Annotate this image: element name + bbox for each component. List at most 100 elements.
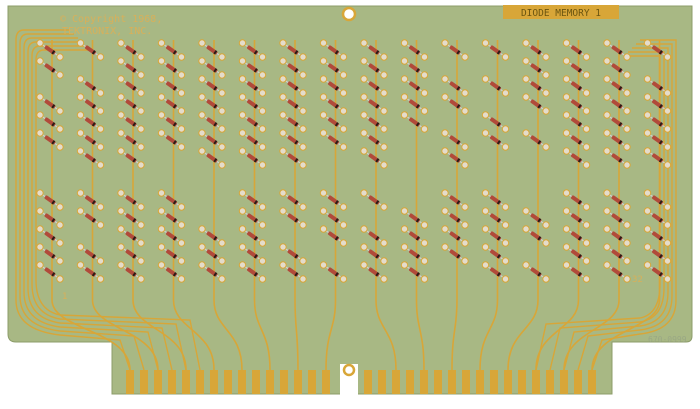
- solder-pad: [157, 75, 166, 83]
- solder-pad: [562, 57, 571, 65]
- diode: [198, 243, 226, 265]
- solder-pad: [96, 275, 105, 283]
- diode: [157, 93, 186, 115]
- diode-band: [456, 104, 461, 109]
- diode: [643, 147, 672, 169]
- diode: [319, 75, 348, 97]
- diode-band: [294, 68, 299, 73]
- fan-trace: [172, 299, 215, 371]
- solder-pad: [643, 261, 652, 269]
- connector-finger: [476, 370, 484, 394]
- solder-pad: [137, 203, 145, 211]
- bus-trace: [31, 45, 187, 371]
- bus-trace: [27, 41, 173, 371]
- solder-pad: [663, 203, 672, 211]
- solder-pad: [481, 129, 490, 137]
- solder-pad: [643, 207, 652, 215]
- solder-pad: [56, 107, 64, 115]
- solder-pad: [258, 203, 267, 211]
- diode-band: [51, 272, 56, 277]
- diode: [279, 189, 307, 211]
- diode: [400, 243, 429, 265]
- solder-pad: [76, 93, 85, 101]
- solder-pad: [562, 129, 571, 137]
- solder-pad: [663, 89, 672, 97]
- solder-pad: [177, 257, 186, 265]
- diode: [562, 75, 591, 97]
- diode: [562, 129, 591, 151]
- fan-trace: [563, 299, 620, 371]
- solder-pad: [157, 93, 166, 101]
- solder-pad: [380, 257, 388, 265]
- diode-band: [456, 50, 461, 55]
- solder-pad: [643, 189, 652, 197]
- solder-pad: [36, 261, 44, 269]
- solder-pad: [137, 257, 145, 265]
- solder-pad: [441, 39, 449, 47]
- row-index-first: 1: [62, 292, 67, 302]
- connector-finger: [266, 370, 274, 394]
- diode: [562, 39, 591, 61]
- diode: [279, 57, 307, 79]
- solder-pad: [603, 225, 611, 233]
- solder-pad: [522, 39, 530, 47]
- diode-band: [91, 86, 96, 91]
- diode: [360, 261, 388, 283]
- solder-pad: [198, 225, 206, 233]
- solder-pad: [279, 129, 287, 137]
- diode-band: [577, 158, 582, 163]
- diode-band: [577, 200, 582, 205]
- solder-pad: [481, 39, 490, 47]
- solder-pad: [643, 147, 652, 155]
- diode-band: [334, 218, 339, 223]
- diode: [319, 111, 348, 133]
- solder-pad: [299, 275, 307, 283]
- diode: [198, 261, 226, 283]
- solder-pad: [501, 143, 510, 151]
- diode: [643, 261, 672, 283]
- diode-band: [294, 158, 299, 163]
- solder-pad: [319, 261, 328, 269]
- connector-finger: [406, 370, 414, 394]
- solder-pad: [380, 53, 388, 61]
- solder-pad: [319, 207, 328, 215]
- solder-pad: [582, 203, 591, 211]
- solder-pad: [339, 143, 348, 151]
- solder-pad: [582, 125, 591, 133]
- diode-band: [415, 272, 420, 277]
- solder-pad: [96, 125, 105, 133]
- fan-trace: [507, 299, 539, 371]
- solder-pad: [663, 257, 672, 265]
- diode-band: [618, 140, 623, 145]
- diode: [76, 207, 105, 229]
- diode-band: [253, 104, 258, 109]
- connector-finger: [210, 370, 218, 394]
- diode: [117, 207, 145, 229]
- diode-band: [496, 236, 501, 241]
- diode-band: [456, 158, 461, 163]
- diode-band: [91, 104, 96, 109]
- solder-pad: [623, 89, 631, 97]
- solder-pad: [420, 257, 429, 265]
- connector-finger: [224, 370, 232, 394]
- row-index-last: 32: [632, 275, 643, 285]
- diode-band: [618, 272, 623, 277]
- board-title: DIODE MEMORY 1: [521, 8, 601, 19]
- solder-pad: [299, 143, 307, 151]
- diode-band: [334, 86, 339, 91]
- solder-pad: [157, 243, 166, 251]
- diode: [360, 57, 388, 79]
- connector-finger: [140, 370, 148, 394]
- solder-pad: [117, 111, 125, 119]
- solder-pad: [603, 39, 611, 47]
- solder-pad: [501, 221, 510, 229]
- solder-pad: [339, 71, 348, 79]
- diode: [562, 243, 591, 265]
- diode: [36, 39, 64, 61]
- diode-band: [496, 272, 501, 277]
- solder-pad: [299, 125, 307, 133]
- solder-pad: [663, 53, 672, 61]
- solder-pad: [56, 257, 64, 265]
- diode-band: [172, 254, 177, 259]
- bus-trace: [35, 49, 201, 371]
